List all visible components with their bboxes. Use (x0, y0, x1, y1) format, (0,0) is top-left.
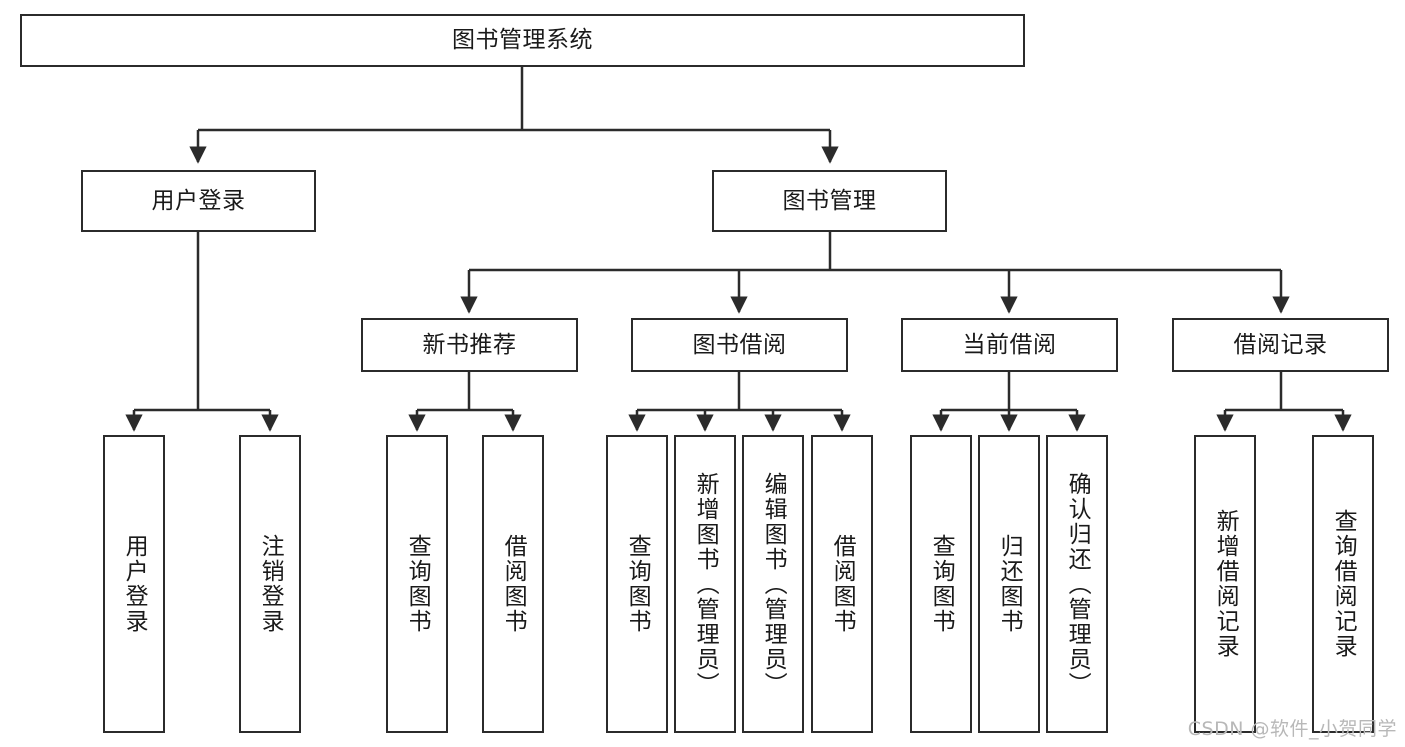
leaf-borrow-add-book-label: 新增图书（管理员） (692, 471, 719, 697)
leaf-borrow-query-book[interactable]: 查询图书 (606, 435, 668, 733)
leaf-new-book-query[interactable]: 查询图书 (386, 435, 448, 733)
leaf-new-book-borrow[interactable]: 借阅图书 (482, 435, 544, 733)
leaf-user-login-logout[interactable]: 注销登录 (239, 435, 301, 733)
leaf-borrow-query-book-label: 查询图书 (624, 534, 651, 634)
leaf-user-login-login[interactable]: 用户登录 (103, 435, 165, 733)
leaf-new-book-query-label: 查询图书 (404, 534, 431, 634)
leaf-current-return-book-label: 归还图书 (996, 534, 1023, 634)
node-current-borrow-label: 当前借阅 (962, 331, 1057, 358)
leaf-current-confirm-return-label: 确认归还（管理员） (1064, 471, 1091, 697)
node-new-book-recommend-label: 新书推荐 (422, 331, 517, 358)
leaf-borrow-borrow-book[interactable]: 借阅图书 (811, 435, 873, 733)
leaf-records-query-record-label: 查询借阅记录 (1330, 509, 1357, 659)
leaf-records-add-record[interactable]: 新增借阅记录 (1194, 435, 1256, 733)
leaf-current-query-book-label: 查询图书 (928, 534, 955, 634)
node-book-management[interactable]: 图书管理 (712, 170, 947, 232)
node-borrow-records-label: 借阅记录 (1233, 331, 1328, 358)
node-new-book-recommend[interactable]: 新书推荐 (361, 318, 578, 372)
node-user-login-label: 用户登录 (151, 187, 246, 214)
leaf-borrow-borrow-book-label: 借阅图书 (829, 534, 856, 634)
node-borrow-records[interactable]: 借阅记录 (1172, 318, 1389, 372)
leaf-records-add-record-label: 新增借阅记录 (1212, 509, 1239, 659)
leaf-current-query-book[interactable]: 查询图书 (910, 435, 972, 733)
node-current-borrow[interactable]: 当前借阅 (901, 318, 1118, 372)
node-book-borrow[interactable]: 图书借阅 (631, 318, 848, 372)
node-book-borrow-label: 图书借阅 (692, 331, 787, 358)
leaf-borrow-add-book[interactable]: 新增图书（管理员） (674, 435, 736, 733)
leaf-records-query-record[interactable]: 查询借阅记录 (1312, 435, 1374, 733)
node-root-label: 图书管理系统 (452, 27, 593, 54)
leaf-current-return-book[interactable]: 归还图书 (978, 435, 1040, 733)
leaf-current-confirm-return[interactable]: 确认归还（管理员） (1046, 435, 1108, 733)
leaf-borrow-edit-book[interactable]: 编辑图书（管理员） (742, 435, 804, 733)
leaf-borrow-edit-book-label: 编辑图书（管理员） (760, 471, 787, 697)
node-root[interactable]: 图书管理系统 (20, 14, 1025, 67)
node-book-management-label: 图书管理 (782, 187, 877, 214)
leaf-user-login-login-label: 用户登录 (121, 534, 148, 634)
node-user-login[interactable]: 用户登录 (81, 170, 316, 232)
leaf-new-book-borrow-label: 借阅图书 (500, 534, 527, 634)
watermark: CSDN @软件_小贺同学 (1187, 718, 1397, 740)
leaf-user-login-logout-label: 注销登录 (257, 534, 284, 634)
